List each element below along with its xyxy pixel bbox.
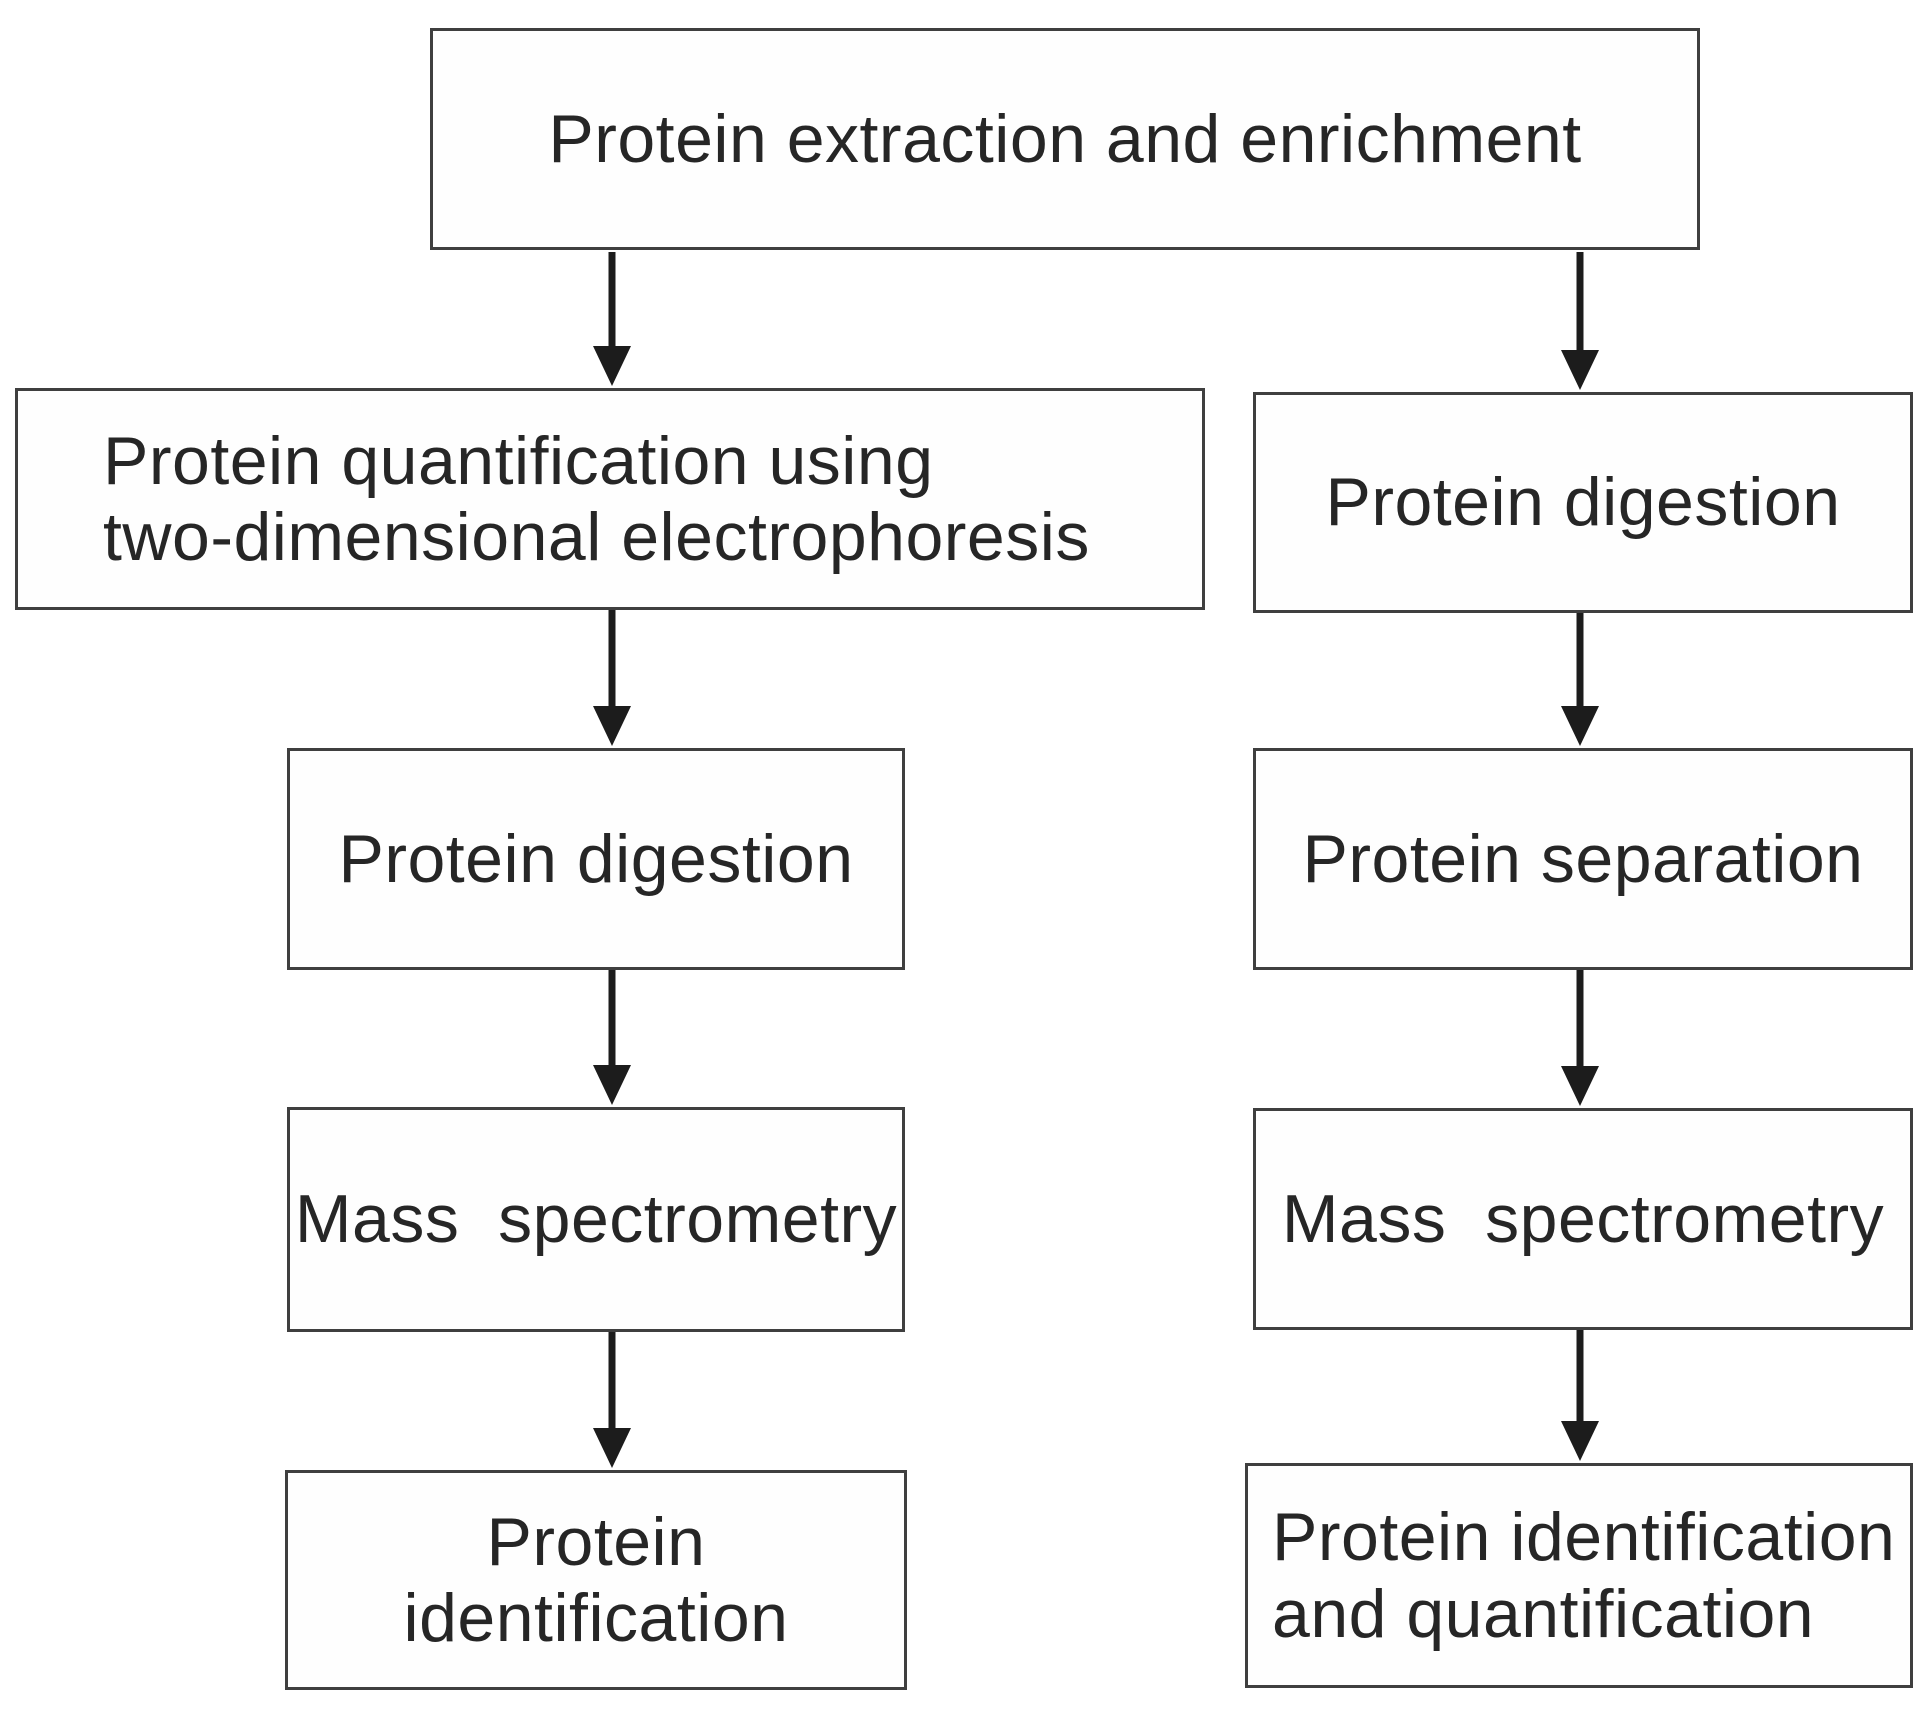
arrow-massspec-to-identification bbox=[592, 1332, 632, 1468]
arrow-down-icon bbox=[1561, 1421, 1599, 1461]
arrow-down-icon bbox=[1561, 1066, 1599, 1106]
arrow-down-icon bbox=[593, 706, 631, 746]
node-protein-digestion-right: Protein digestion bbox=[1253, 392, 1913, 613]
arrow-quantification-to-digestion bbox=[592, 610, 632, 746]
node-protein-extraction-and-enrichment: Protein extraction and enrichment bbox=[430, 28, 1700, 250]
arrow-shaft bbox=[1576, 613, 1584, 712]
arrow-down-icon bbox=[1561, 706, 1599, 746]
node-protein-identification-and-quantification: Protein identification and quantificatio… bbox=[1245, 1463, 1913, 1688]
arrow-massspec-to-identification-quantification bbox=[1560, 1330, 1600, 1461]
node-protein-digestion-left: Protein digestion bbox=[287, 748, 905, 970]
node-protein-identification: Protein identification bbox=[285, 1470, 907, 1690]
node-protein-quantification-2de: Protein quantification using two-dimensi… bbox=[15, 388, 1205, 610]
arrow-digestion-to-massspec-left bbox=[592, 970, 632, 1105]
arrow-shaft bbox=[1576, 1330, 1584, 1427]
node-mass-spectrometry-right: Mass spectrometry bbox=[1253, 1108, 1913, 1330]
arrow-digestion-to-separation bbox=[1560, 613, 1600, 746]
arrow-down-icon bbox=[593, 346, 631, 386]
arrow-shaft bbox=[608, 1332, 616, 1434]
arrow-extraction-to-quantification bbox=[592, 252, 632, 386]
arrow-shaft bbox=[608, 252, 616, 352]
node-protein-separation: Protein separation bbox=[1253, 748, 1913, 970]
node-mass-spectrometry-left: Mass spectrometry bbox=[287, 1107, 905, 1332]
arrow-extraction-to-digestion-right bbox=[1560, 252, 1600, 390]
arrow-shaft bbox=[1576, 970, 1584, 1072]
arrow-shaft bbox=[1576, 252, 1584, 356]
arrow-down-icon bbox=[593, 1065, 631, 1105]
arrow-separation-to-massspec-right bbox=[1560, 970, 1600, 1106]
arrow-down-icon bbox=[1561, 350, 1599, 390]
arrow-shaft bbox=[608, 610, 616, 712]
arrow-down-icon bbox=[593, 1428, 631, 1468]
arrow-shaft bbox=[608, 970, 616, 1071]
